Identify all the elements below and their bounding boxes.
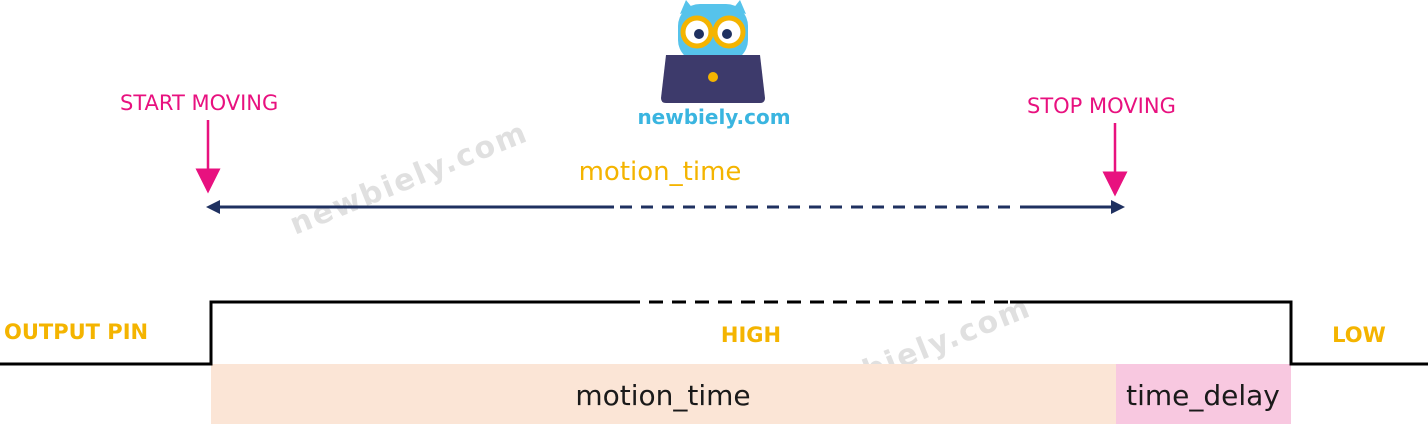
- time-delay-bar-label: time_delay: [1126, 379, 1280, 412]
- motion-time-double-arrow: [206, 200, 1125, 214]
- time-delay-bar: [1116, 364, 1291, 424]
- logo-text: newbiely.com: [637, 105, 790, 129]
- start-moving-label: START MOVING: [120, 91, 278, 115]
- owl-logo-icon: [661, 0, 765, 103]
- output-pin-label: OUTPUT PIN: [4, 320, 148, 344]
- stop-moving-label: STOP MOVING: [1027, 94, 1176, 118]
- low-label: LOW: [1332, 323, 1386, 347]
- high-label: HIGH: [721, 323, 781, 347]
- motion-time-bar: [211, 364, 1116, 424]
- watermark-top: newbiely.com: [285, 115, 533, 242]
- output-signal-waveform: [0, 300, 1428, 366]
- motion-time-bar-label: motion_time: [575, 379, 750, 412]
- motion-time-arrow-label: motion_time: [579, 157, 742, 187]
